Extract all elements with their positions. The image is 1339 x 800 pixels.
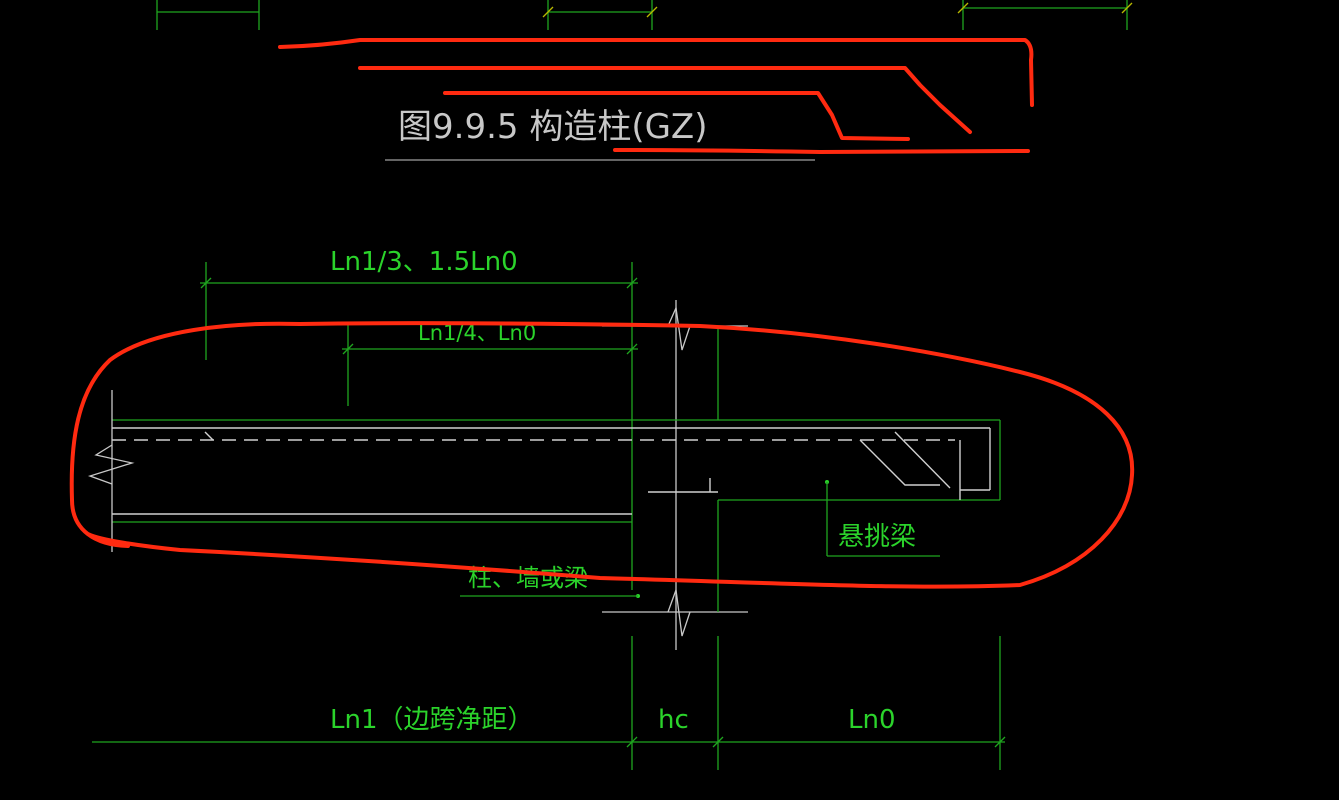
dimension-label-bottom-mid: hc bbox=[658, 705, 689, 735]
top-fragment-dimensions bbox=[156, 0, 1133, 30]
red-underline-annotations bbox=[278, 38, 1034, 154]
red-circle-annotation bbox=[69, 321, 1135, 589]
beam-outline bbox=[87, 390, 1001, 552]
dimension-top-long: Ln1/3、1.5Ln0 bbox=[200, 247, 638, 420]
dimension-label-bottom-right: Ln0 bbox=[848, 705, 896, 735]
dimension-bottom: Ln1（边跨净距） hc Ln0 bbox=[92, 636, 1006, 770]
dimension-label-bottom-left: Ln1（边跨净距） bbox=[330, 705, 534, 735]
beam-rebar bbox=[112, 427, 991, 515]
label-cantilever-beam: 悬挑梁 bbox=[838, 522, 916, 552]
dimension-top-short: Ln1/4、Ln0 bbox=[342, 321, 638, 406]
figure-caption: 图9.9.5 构造柱(GZ) bbox=[398, 107, 708, 147]
dimension-label-top-long: Ln1/3、1.5Ln0 bbox=[330, 247, 518, 277]
leader-cantilever: 悬挑梁 bbox=[825, 480, 940, 557]
support-column bbox=[602, 300, 748, 650]
